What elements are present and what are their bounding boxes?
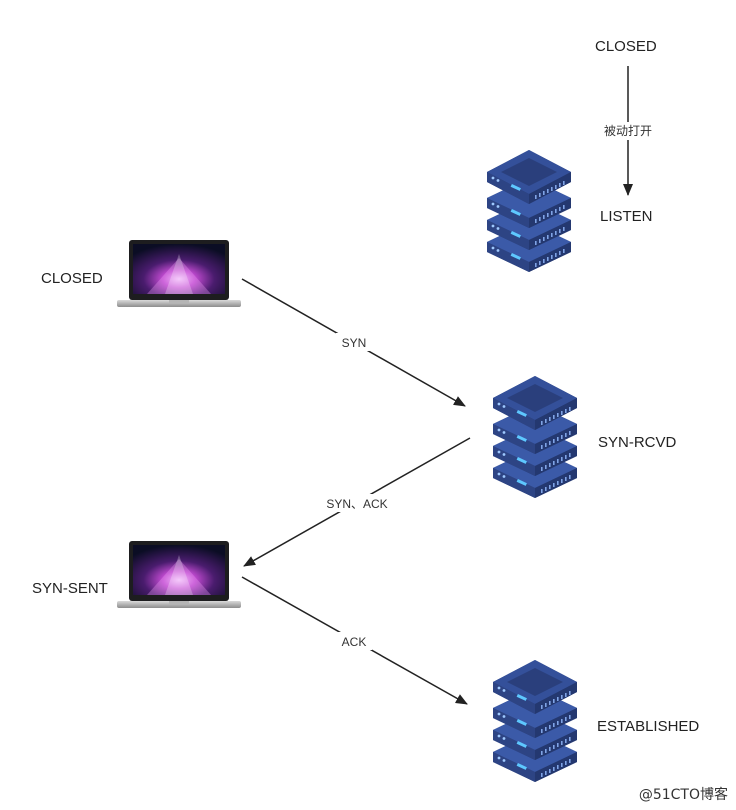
client-state-closed: CLOSED: [41, 270, 103, 287]
laptop-icon-syn-sent: [117, 541, 241, 608]
server-rack-icon-listen: [487, 150, 571, 272]
server-state-listen: LISTEN: [600, 208, 653, 225]
server-rack-icon-syn-rcvd: [493, 376, 577, 498]
watermark: @51CTO博客: [638, 787, 728, 803]
server-state-syn-rcvd: SYN-RCVD: [598, 434, 677, 451]
syn-ack-message-label: SYN、ACK: [326, 497, 387, 511]
server-state-established: ESTABLISHED: [597, 718, 700, 735]
passive-open-label: 被动打开: [604, 124, 652, 138]
client-state-syn-sent: SYN-SENT: [32, 580, 108, 597]
syn-message-label: SYN: [342, 336, 367, 350]
server-state-closed: CLOSED: [595, 38, 657, 55]
ack-message-label: ACK: [342, 635, 367, 649]
laptop-icon-closed: [117, 240, 241, 307]
server-rack-icon-established: [493, 660, 577, 782]
